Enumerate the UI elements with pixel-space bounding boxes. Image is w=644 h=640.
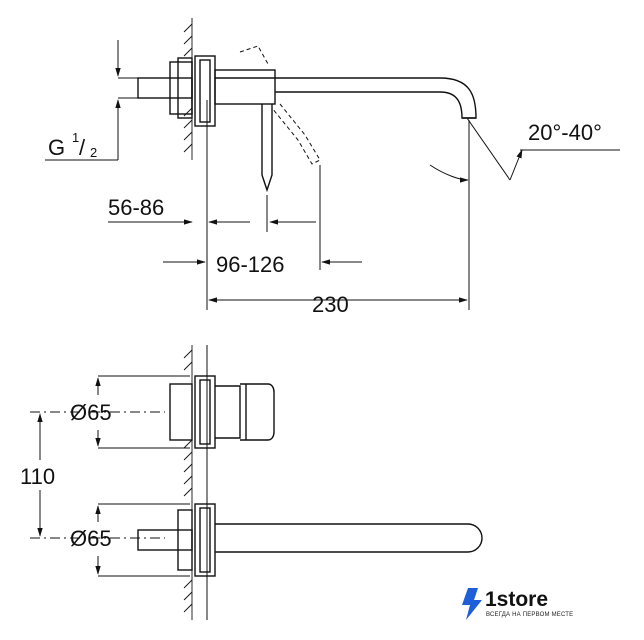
- top-view: [137, 345, 483, 620]
- spout-top: [215, 523, 483, 553]
- projection-label: 230: [312, 292, 349, 317]
- svg-text:/: /: [79, 135, 86, 160]
- spout: [215, 77, 477, 119]
- side-view: [137, 18, 523, 310]
- spacing-label: 110: [20, 464, 55, 489]
- wall-box: [169, 61, 193, 115]
- logo-name: 1store: [485, 588, 548, 611]
- lever: [261, 104, 273, 193]
- valve-box: [169, 383, 193, 441]
- thread-label: G: [48, 135, 65, 160]
- valve-rosette: [194, 375, 216, 449]
- angle-leader: [509, 149, 523, 181]
- rosette: [194, 55, 216, 127]
- wall-hatching-top: [183, 18, 193, 160]
- lever-rotated-dashed: [239, 45, 321, 165]
- store-logo: 1store ВСЕГДА НА ПЕРВОМ МЕСТЕ: [462, 588, 573, 620]
- wall-range-label: 56-86: [108, 195, 164, 220]
- spout-rosette: [194, 503, 216, 577]
- thread-numerator: 1: [72, 130, 79, 145]
- spout-pipe-rear: [137, 529, 193, 551]
- wall-hatching-bottom: [183, 345, 193, 620]
- dim-thread: [45, 40, 168, 161]
- valve-handle: [215, 383, 275, 441]
- logo-tagline: ВСЕГДА НА ПЕРВОМ МЕСТЕ: [486, 612, 573, 618]
- angle-label: 20°-40°: [528, 120, 602, 145]
- lever-range-label: 96-126: [216, 252, 285, 277]
- bolt-icon: [462, 588, 482, 620]
- top-diameter-label: Ø65: [70, 400, 112, 425]
- inlet-pipe: [137, 77, 193, 99]
- bottom-diameter-label: Ø65: [70, 526, 112, 551]
- thread-denominator: 2: [90, 145, 97, 160]
- valve-body: [214, 69, 276, 105]
